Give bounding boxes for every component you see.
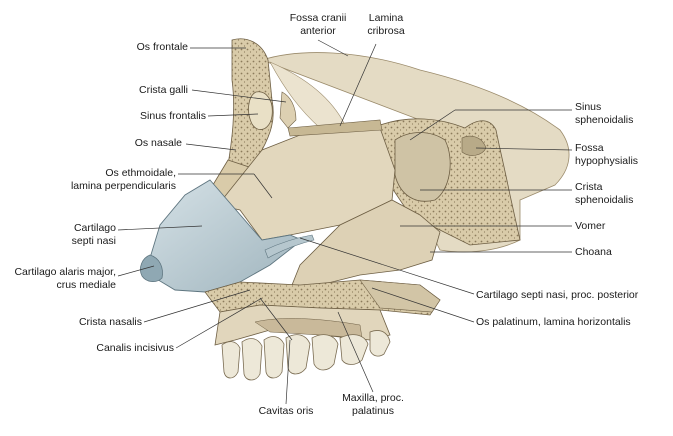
label-os-ethmoidale-line1: Os ethmoidale, xyxy=(105,167,176,179)
label-crista-galli: Crista galli xyxy=(138,84,188,96)
sinus-sphenoidalis-shape xyxy=(394,132,451,202)
label-cartilago-septi-line2: septi nasi xyxy=(71,235,116,247)
label-choana: Choana xyxy=(575,246,612,258)
label-cartilago-septi-line1: Cartilago xyxy=(73,222,116,234)
label-os-palatinum: Os palatinum, lamina horizontalis xyxy=(476,316,631,328)
label-fossa-cranii-line2: anterior xyxy=(300,25,336,37)
lamina-cribrosa-shape xyxy=(287,119,383,137)
label-os-ethmoidale-line2: lamina perpendicularis xyxy=(70,180,176,192)
label-cartilago-septi-proc-posterior: Cartilago septi nasi, proc. posterior xyxy=(476,289,639,301)
label-fossa-cranii-line1: Fossa cranii xyxy=(289,12,347,24)
cartilago-alaris-shape xyxy=(140,254,163,282)
leader-lines xyxy=(117,39,573,405)
label-cartilago-alaris-line2: crus mediale xyxy=(56,279,116,291)
label-crista-sphenoidalis-line2: sphenoidalis xyxy=(575,194,634,206)
crista-galli-shape xyxy=(279,91,297,129)
label-os-frontale: Os frontale xyxy=(136,41,188,53)
label-cavitas-oris: Cavitas oris xyxy=(258,405,314,417)
label-sinus-sphenoidalis-line1: Sinus xyxy=(575,101,602,113)
cartilago-proc-posterior-shape xyxy=(264,234,315,259)
label-canalis-incisivus: Canalis incisivus xyxy=(96,342,174,354)
label-fossa-hypophysialis-line2: hypophysialis xyxy=(575,155,639,167)
label-cartilago-alaris-line1: Cartilago alaris major, xyxy=(14,266,116,278)
sinus-frontalis-shape xyxy=(248,91,273,130)
label-maxilla-line1: Maxilla, proc. xyxy=(342,392,404,404)
label-crista-nasalis: Crista nasalis xyxy=(78,316,142,328)
label-vomer: Vomer xyxy=(575,220,606,232)
label-lamina-cribrosa-line1: Lamina xyxy=(368,12,404,24)
label-crista-sphenoidalis-line1: Crista xyxy=(575,181,603,193)
label-maxilla-line2: palatinus xyxy=(351,405,395,417)
label-lamina-cribrosa-line2: cribrosa xyxy=(367,25,405,37)
label-os-nasale: Os nasale xyxy=(134,137,182,149)
label-fossa-hypophysialis-line1: Fossa xyxy=(575,142,604,154)
label-sinus-sphenoidalis-line2: sphenoidalis xyxy=(575,114,634,126)
teeth-group xyxy=(221,330,391,381)
label-sinus-frontalis: Sinus frontalis xyxy=(140,110,206,122)
